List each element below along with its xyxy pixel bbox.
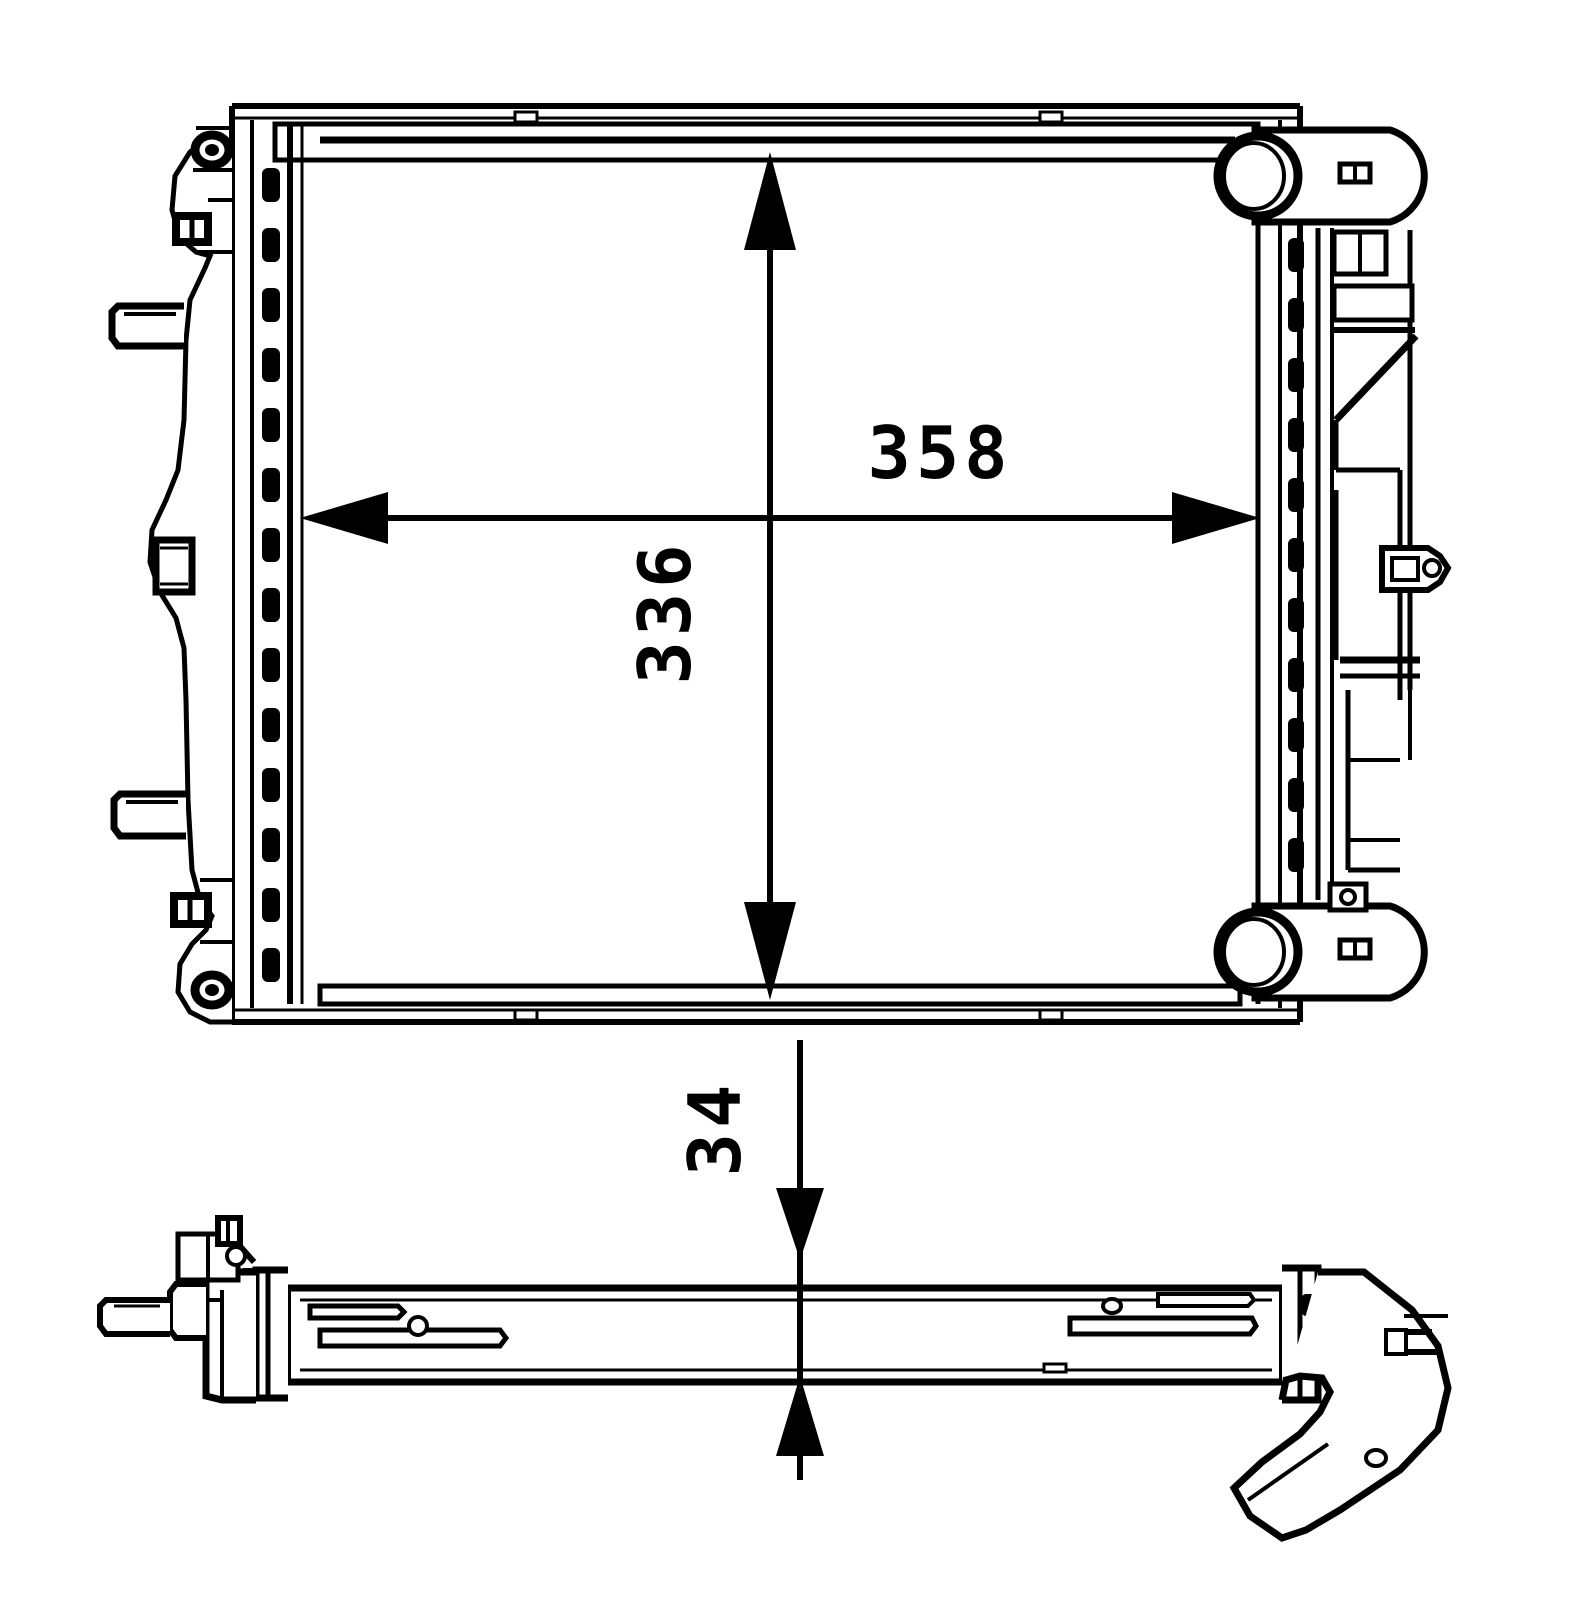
left-upper-pipe-stub: [108, 302, 184, 350]
front-view: [108, 103, 1452, 1025]
dimension-336: 336: [623, 152, 796, 1000]
bottom-core-tube-slots: [307, 1292, 1259, 1374]
dimension-358-label: 358: [867, 411, 1012, 495]
left-upper-mount-bracket: [190, 126, 234, 172]
bottom-left-pipe-fitting: [97, 1215, 257, 1341]
left-lower-mount-bracket: [190, 970, 234, 1010]
dimension-34-arrow-top: [776, 1188, 824, 1260]
dimension-34-arrow-bottom: [776, 1376, 824, 1456]
right-lower-tank: [1251, 902, 1428, 1002]
left-side-plate-slots: [262, 168, 280, 982]
left-lower-pipe-stub: [110, 790, 186, 840]
bottom-right-outlet-neck: [1229, 1268, 1452, 1542]
right-side-plate-slots: [1288, 238, 1304, 872]
core-bottom-rail: [232, 983, 1300, 1025]
dimension-34: 34: [673, 1040, 824, 1480]
dimension-358-arrow-right: [1172, 492, 1260, 544]
dimension-336-arrow-top: [744, 152, 796, 250]
core-top-rail: [232, 103, 1300, 163]
bottom-view: [97, 1215, 1452, 1542]
dimension-336-arrow-bottom: [744, 902, 796, 1000]
left-lower-mount-lug: [170, 878, 232, 944]
right-upper-tank: [1251, 126, 1428, 226]
dimension-358-arrow-left: [300, 492, 388, 544]
dimension-336-label: 336: [623, 539, 707, 684]
right-lower-circular-port: [1213, 907, 1303, 997]
dimension-34-label: 34: [673, 1080, 757, 1177]
dimension-358: 358: [300, 411, 1260, 544]
left-middle-mount-lug: [152, 536, 196, 596]
right-middle-mount-tab: [1379, 545, 1452, 593]
right-upper-circular-port: [1213, 131, 1303, 221]
left-upper-mount-lug: [172, 198, 232, 254]
right-support-rib-structure: [1315, 228, 1420, 900]
bottom-left-end-cap: [202, 1266, 288, 1404]
right-lower-mount-tab: [1327, 881, 1369, 913]
